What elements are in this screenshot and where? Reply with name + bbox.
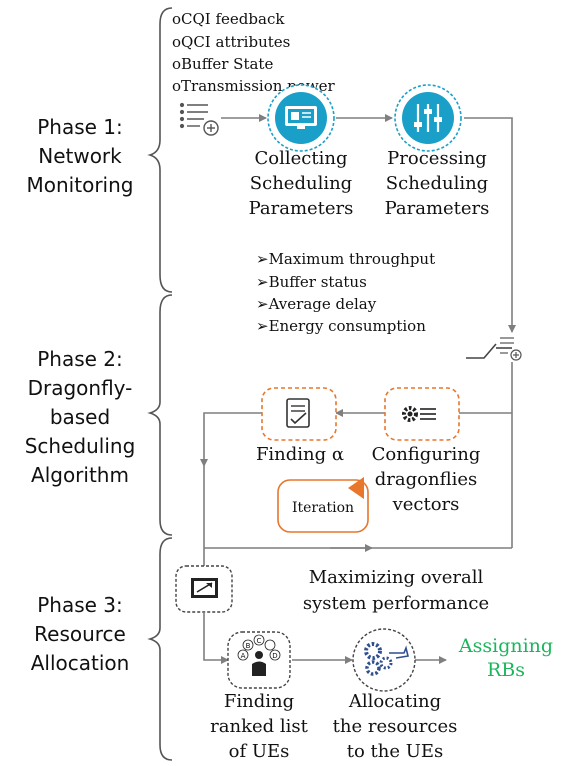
sliders-icon [394, 84, 462, 152]
svg-text:Configuring: Configuring [372, 444, 481, 465]
svg-text:dragonflies: dragonflies [375, 469, 477, 490]
play-icon [348, 477, 364, 499]
svg-text:Parameters: Parameters [385, 198, 490, 219]
input-parameters-list: oCQI feedback oQCI attributes oBuffer St… [172, 10, 336, 95]
chart-monitor-icon [175, 565, 233, 613]
svg-text:Scheduling: Scheduling [25, 434, 136, 458]
svg-text:Allocation: Allocation [31, 651, 130, 675]
arrow-to-ranked [203, 612, 229, 664]
clipboard-check-icon [261, 387, 337, 441]
svg-text:Assigning: Assigning [458, 635, 553, 657]
svg-text:the resources: the resources [333, 716, 458, 737]
svg-text:➢Energy consumption: ➢Energy consumption [256, 317, 426, 335]
iteration-box: Iteration [277, 477, 369, 533]
svg-text:vectors: vectors [392, 494, 460, 515]
brace-phase3 [147, 537, 173, 761]
phase-3-label: Phase 3: Resource Allocation [31, 593, 130, 675]
svg-text:Collecting: Collecting [255, 148, 348, 169]
svg-text:➢Average delay: ➢Average delay [256, 295, 377, 313]
svg-text:Phase 3:: Phase 3: [37, 593, 123, 617]
brace-phase2 [147, 294, 173, 536]
assigning-rbs-label: Assigning RBs [458, 635, 553, 681]
maximizing-label: Maximizing overall system performance [303, 567, 489, 614]
finding-alpha-label: Finding α [256, 444, 344, 465]
svg-text:Allocating: Allocating [348, 691, 441, 712]
svg-text:system performance: system performance [303, 593, 489, 614]
svg-text:oCQI feedback: oCQI feedback [172, 10, 285, 28]
svg-text:RBs: RBs [487, 659, 525, 681]
collecting-label: Collecting Scheduling Parameters [249, 148, 354, 219]
svg-text:B: B [246, 642, 251, 650]
svg-text:Scheduling: Scheduling [250, 173, 352, 194]
svg-text:Maximizing overall: Maximizing overall [309, 567, 484, 588]
svg-text:➢Maximum throughput: ➢Maximum throughput [256, 250, 435, 268]
svg-text:Algorithm: Algorithm [31, 463, 129, 487]
svg-text:to the UEs: to the UEs [347, 741, 444, 762]
svg-text:oBuffer State: oBuffer State [172, 55, 273, 73]
svg-text:A: A [241, 652, 246, 660]
svg-text:Network: Network [38, 144, 122, 168]
arrow-processing-down [464, 117, 516, 333]
svg-text:Processing: Processing [387, 148, 487, 169]
brace-phase1 [147, 7, 173, 293]
list-add-icon-small [500, 337, 522, 361]
svg-text:based: based [50, 405, 110, 429]
ranked-label: Finding ranked list of UEs [210, 691, 308, 762]
svg-text:Finding: Finding [224, 691, 294, 712]
gear-list-icon [384, 387, 460, 441]
configuring-label: Configuring dragonflies vectors [372, 444, 481, 515]
svg-text:D: D [272, 652, 277, 660]
monitor-icon [267, 84, 335, 152]
svg-text:Resource: Resource [34, 622, 126, 646]
svg-text:Phase 1:: Phase 1: [37, 115, 123, 139]
phase-braces [147, 7, 173, 761]
user-choices-icon: BC A D [227, 631, 291, 689]
svg-text:oQCI attributes: oQCI attributes [172, 33, 290, 51]
svg-text:ranked list: ranked list [210, 716, 308, 737]
svg-text:Scheduling: Scheduling [386, 173, 488, 194]
phase-2-label: Phase 2: Dragonfly- based Scheduling Alg… [25, 347, 136, 487]
svg-text:Phase 2:: Phase 2: [37, 347, 123, 371]
svg-text:C: C [257, 637, 262, 645]
processing-label: Processing Scheduling Parameters [385, 148, 490, 219]
svg-text:Monitoring: Monitoring [27, 173, 134, 197]
svg-text:of UEs: of UEs [229, 741, 290, 762]
phase-1-label: Phase 1: Network Monitoring [27, 115, 134, 197]
svg-text:➢Buffer status: ➢Buffer status [256, 273, 367, 291]
arrow-alpha-down [200, 412, 262, 467]
svg-text:Parameters: Parameters [249, 198, 354, 219]
gears-hand-icon [352, 628, 416, 692]
switch-icon [466, 343, 512, 359]
svg-text:Iteration: Iteration [292, 500, 354, 516]
objectives-list: ➢Maximum throughput ➢Buffer status ➢Aver… [256, 250, 435, 335]
allocating-label: Allocating the resources to the UEs [333, 691, 458, 762]
svg-text:Dragonfly-: Dragonfly- [28, 376, 133, 400]
list-add-icon [179, 102, 219, 136]
